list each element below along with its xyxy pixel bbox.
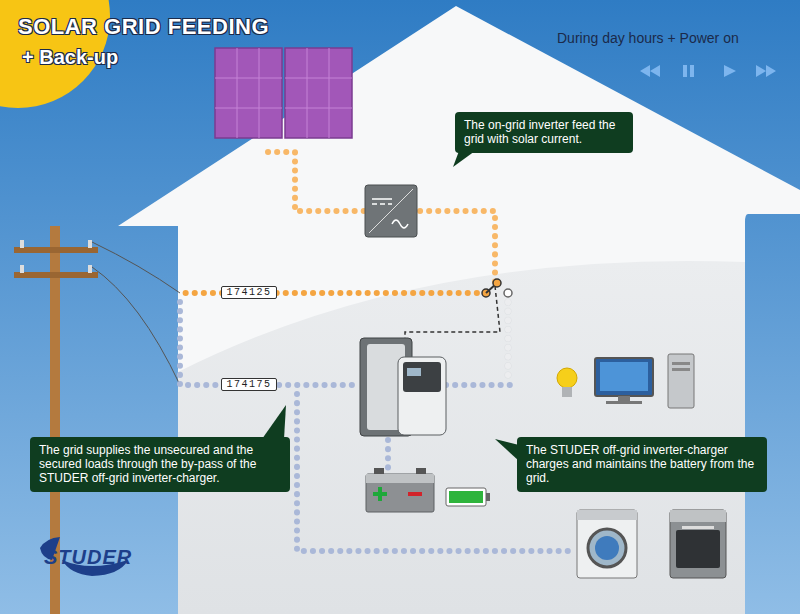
control-line: [405, 286, 500, 342]
callout-text: The grid supplies the unsecured and the …: [39, 443, 282, 485]
transfer-switch: [482, 279, 512, 297]
callout-box: The grid supplies the unsecured and the …: [30, 437, 290, 492]
bulb: [557, 368, 577, 397]
callout-tail: [495, 439, 519, 461]
callout-text: The STUDER off-grid inverter-charger cha…: [526, 443, 759, 485]
callout-tail: [453, 151, 475, 167]
battery: [366, 468, 490, 512]
monitor: [595, 358, 653, 404]
studer-inverter-charger: [360, 338, 446, 436]
logo-text: STUDER: [44, 546, 132, 569]
subtitle: + Back-up: [22, 46, 118, 69]
callout-box: The on-grid inverter feed the grid with …: [455, 112, 633, 153]
mode-caption: During day hours + Power on: [557, 30, 739, 46]
energy-meter: 174125: [221, 286, 277, 299]
solar-panels: [215, 48, 352, 138]
energy-meter: 174175: [221, 378, 277, 391]
callout-text: The on-grid inverter feed the grid with …: [464, 118, 625, 146]
callout-tail: [262, 405, 286, 439]
power-pole: [14, 226, 180, 614]
grid-inverter: [365, 185, 417, 237]
meter-reading: 174125: [225, 287, 273, 298]
title: SOLAR GRID FEEDING: [18, 14, 269, 40]
meter-reading: 174175: [225, 379, 273, 390]
washing-machine: [577, 510, 637, 578]
oven: [670, 510, 726, 578]
house: [118, 6, 800, 614]
callout-box: The STUDER off-grid inverter-charger cha…: [517, 437, 767, 492]
computer-tower: [668, 354, 694, 408]
media-controls: [640, 65, 776, 77]
